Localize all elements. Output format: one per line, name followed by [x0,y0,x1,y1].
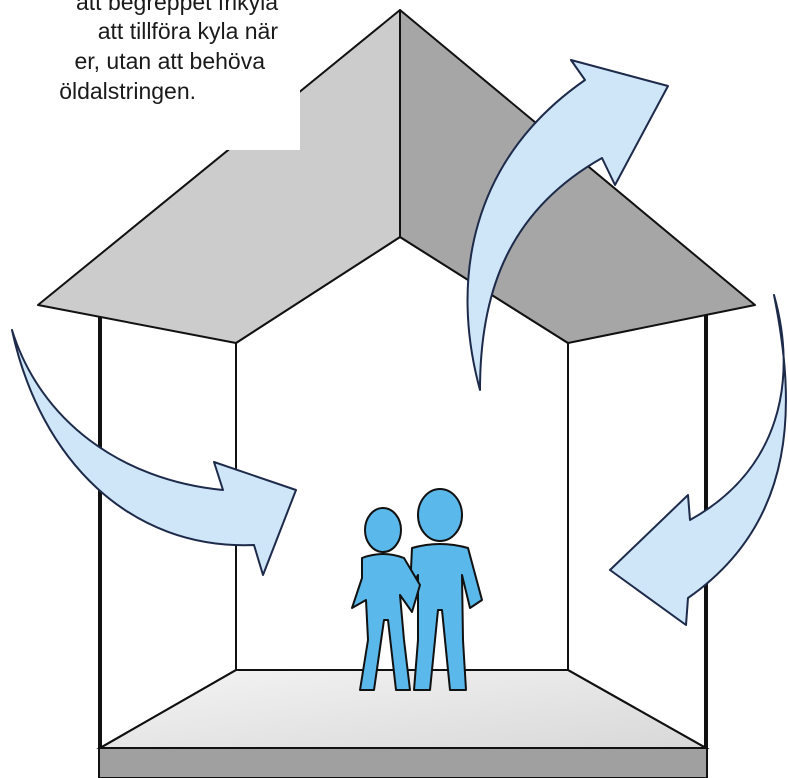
airflow-arrows [11,59,787,626]
arrow-left-in [11,329,297,576]
arrow-right-in [609,294,787,626]
floor-right-seam [567,669,707,749]
caption-line-2: att tillföra kyla när [97,18,278,44]
house-floor [96,669,710,778]
caption-line-3: er, utan att behöva [74,48,265,74]
person-small-body [351,553,421,691]
roof-right-panel [399,9,756,344]
person-small [351,507,421,691]
people-figures [351,488,483,691]
person-tall-body [409,543,483,691]
caption-text: att begreppet frikyla att tillföra kyla … [0,0,300,150]
caption-line-4: öldalstringen. [59,78,196,104]
person-small-head [364,507,402,553]
caption-line-1: att begreppet frikyla [75,0,278,15]
person-tall [409,488,483,691]
floor-front-edge [98,747,708,778]
person-tall-head [417,488,463,542]
arrow-roof-out [466,59,669,391]
floor-left-seam [99,669,237,749]
